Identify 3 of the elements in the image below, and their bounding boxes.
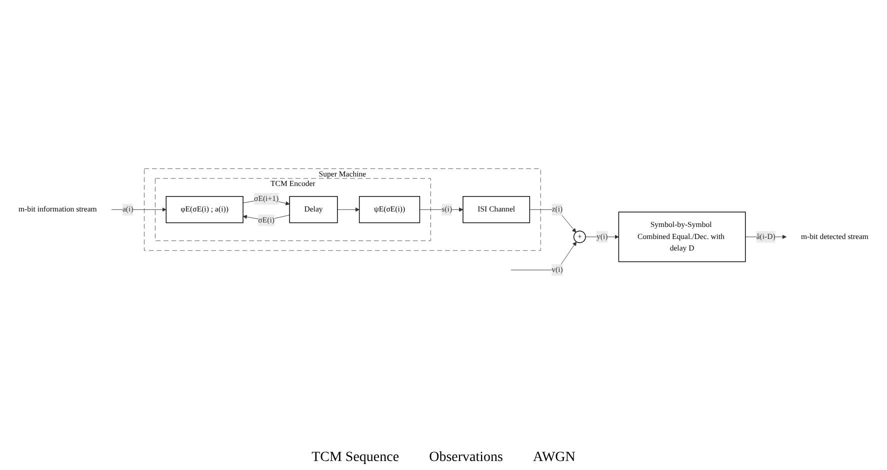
note-text: Observations [429, 450, 503, 466]
note-text: AWGN [532, 450, 576, 466]
note-text: TCM Sequence [312, 450, 400, 466]
